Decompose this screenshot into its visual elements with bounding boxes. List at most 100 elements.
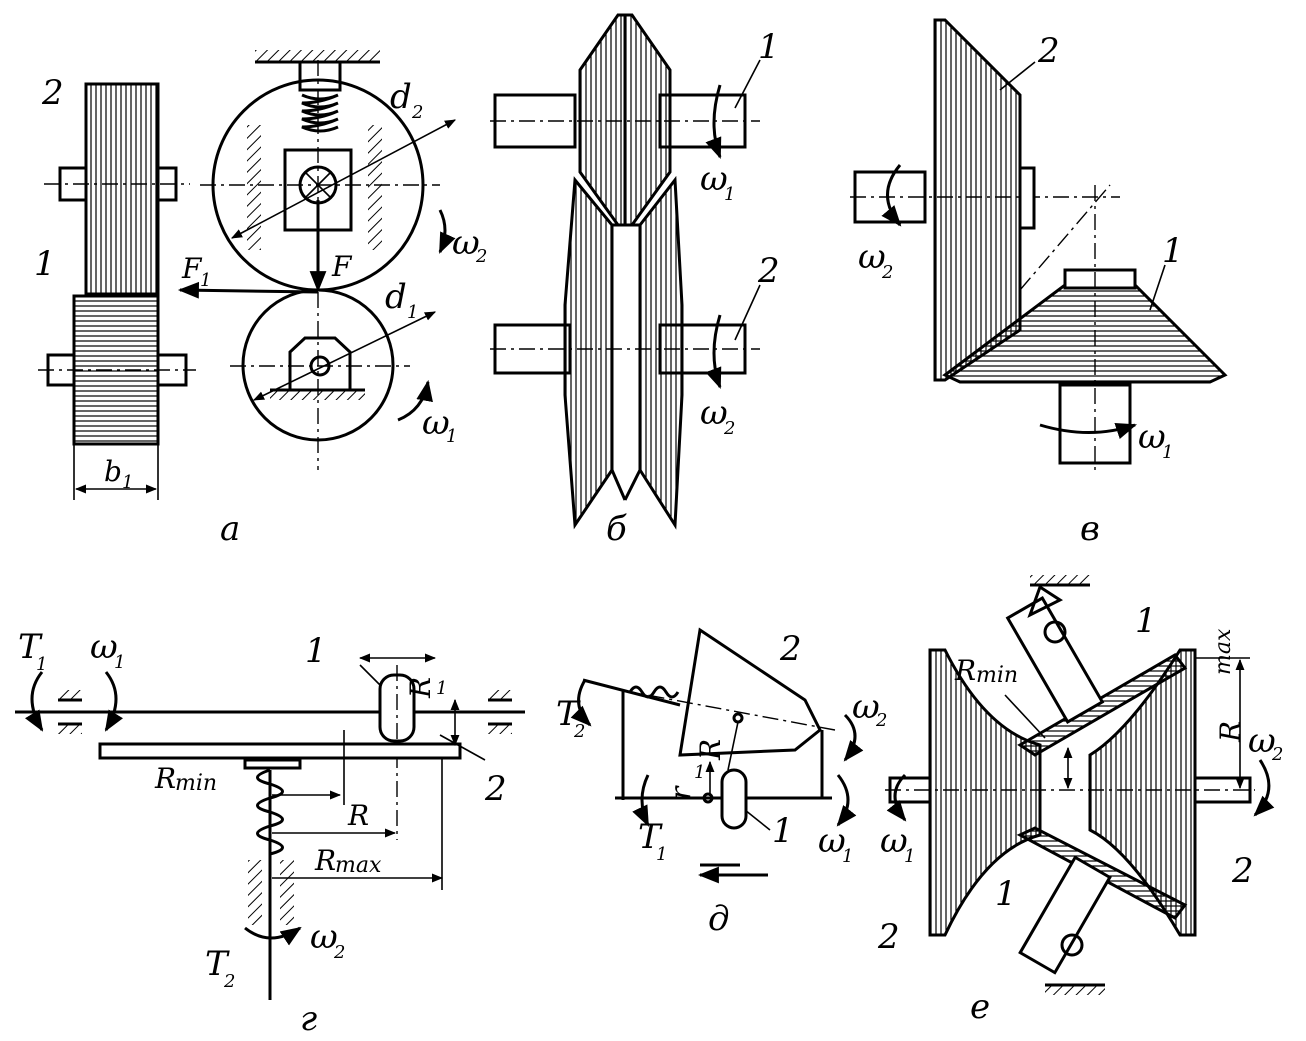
- panel-a-side-view: [38, 82, 196, 500]
- caption-v: в: [1080, 509, 1100, 549]
- roller-2-d: [678, 627, 822, 757]
- panel-e: R min 1 R max ω 2 ω 1 1 2 2 е: [877, 575, 1283, 1027]
- omega2-arrow: [438, 209, 456, 254]
- label-g-Rmax-sub: max: [335, 853, 382, 878]
- label-g-R1: R: [404, 677, 437, 699]
- label-a-d1-sub: 1: [407, 302, 418, 323]
- label-v-omega1: ω: [1138, 417, 1166, 457]
- label-g-omega1-sub: 1: [114, 652, 125, 673]
- label-g-omega2: ω: [310, 917, 338, 957]
- label-a-b-sub: 1: [122, 472, 133, 493]
- label-d-r1: r: [664, 785, 697, 800]
- label-e-Rmin: R: [954, 654, 976, 687]
- omega2-arrow-b: [705, 314, 722, 389]
- label-a-omega2: ω: [452, 223, 480, 263]
- roller-1-d: [720, 768, 748, 830]
- spring: [301, 93, 339, 133]
- caption-d: д: [708, 899, 730, 939]
- label-e-roller-1-top: 1: [1135, 601, 1157, 641]
- label-d-T1-sub: 1: [656, 844, 667, 865]
- panel-a: 2 1 b 1 F 1 F d 2 d 1 ω 2 ω 1 а: [34, 50, 487, 549]
- label-a-d2: d: [390, 77, 412, 117]
- label-b-omega1-sub: 1: [724, 184, 735, 205]
- label-b-roller-2: 2: [757, 251, 780, 291]
- panel-b: 1 ω 1 2 ω 2 б: [490, 13, 780, 549]
- label-v-omega1-sub: 1: [1162, 442, 1173, 463]
- omega1-arrow-b: [705, 84, 722, 159]
- label-a-F: F: [331, 250, 353, 283]
- label-a-omega2-sub: 2: [475, 246, 487, 267]
- label-v-omega2: ω: [858, 237, 886, 277]
- omega1-arrow-v: [1039, 423, 1137, 439]
- label-g-R1-sub: 1: [436, 678, 447, 699]
- caption-a: а: [220, 509, 240, 549]
- label-a-b: b: [104, 455, 122, 488]
- label-g-omega2-sub: 2: [333, 942, 345, 963]
- label-d-T1: T: [638, 817, 663, 857]
- caption-g: г: [300, 999, 317, 1039]
- label-g-R: R: [347, 799, 369, 832]
- caption-b: б: [606, 509, 627, 549]
- label-d-omega2: ω: [852, 687, 880, 727]
- label-g-omega1: ω: [90, 627, 118, 667]
- label-d-R: R: [694, 739, 727, 761]
- label-g-T1: T: [18, 627, 43, 667]
- panel-a-front-view: [177, 50, 456, 470]
- roller-2-left-toroid: [928, 648, 1042, 937]
- ground-hatch: [255, 50, 380, 62]
- label-d-T2: T: [556, 694, 581, 734]
- roller-2-cone: [933, 18, 1022, 382]
- label-a-roller-1: 1: [34, 244, 56, 284]
- label-a-omega1: ω: [422, 403, 450, 443]
- label-e-omega2-sub: 2: [1271, 744, 1283, 765]
- roller-2-left-cone: [563, 176, 614, 530]
- label-b-omega2-sub: 2: [723, 418, 735, 439]
- label-g-T1-sub: 1: [36, 654, 47, 675]
- label-g-roller-2: 2: [484, 769, 507, 809]
- label-e-Rmax-sub: max: [1211, 628, 1236, 675]
- diameter-d1-line: [252, 311, 437, 401]
- panel-g: T 1 ω 1 1 R 1 2 R min R R max ω 2 T 2 г: [15, 627, 525, 1039]
- omega1-arrow: [397, 379, 433, 422]
- label-g-T2: T: [205, 944, 230, 984]
- label-a-roller-2: 2: [41, 73, 64, 113]
- label-a-d1: d: [385, 277, 407, 317]
- panel-d: 2 T 2 R r 1 ω 2 T 1 1 ω 1 д: [556, 627, 887, 939]
- roller-2-right-cone: [638, 175, 684, 530]
- roller-1-top: [1017, 653, 1188, 757]
- label-b-roller-1: 1: [758, 27, 780, 67]
- label-e-Rmin-sub: min: [976, 663, 1018, 688]
- label-d-omega2-sub: 2: [875, 710, 887, 731]
- label-d-T2-sub: 2: [573, 721, 585, 742]
- diameter-d2-line: [231, 119, 456, 239]
- caption-e: е: [970, 987, 990, 1027]
- label-a-d2-sub: 2: [411, 102, 423, 123]
- label-e-omega1: ω: [880, 821, 908, 861]
- label-g-Rmin: R: [154, 762, 176, 795]
- label-a-F1-sub: 1: [200, 270, 211, 291]
- label-d-omega1-sub: 1: [842, 846, 853, 867]
- label-e-roller-1-bottom: 1: [995, 874, 1017, 914]
- label-b-omega2: ω: [700, 393, 728, 433]
- label-d-roller-2: 2: [779, 629, 802, 669]
- label-g-T2-sub: 2: [223, 971, 235, 992]
- roller-2-side: [84, 82, 160, 296]
- disk-2-g: [98, 742, 462, 760]
- force-F1-arrow: [177, 281, 319, 299]
- omega2-arrow-v: [881, 164, 902, 227]
- label-a-omega1-sub: 1: [446, 426, 457, 447]
- label-e-omega2: ω: [1248, 721, 1276, 761]
- label-b-omega1: ω: [700, 159, 728, 199]
- label-e-roller-2-left: 2: [877, 917, 900, 957]
- label-d-roller-1: 1: [772, 811, 794, 851]
- label-g-roller-1: 1: [305, 631, 327, 671]
- label-v-omega2-sub: 2: [881, 262, 893, 283]
- label-a-F1: F: [181, 252, 203, 285]
- label-e-Rmax: R: [1214, 721, 1247, 743]
- label-g-Rmin-sub: min: [175, 771, 217, 796]
- label-d-omega1: ω: [818, 821, 846, 861]
- spring-d: [628, 685, 680, 699]
- label-v-roller-2: 2: [1037, 31, 1060, 71]
- label-g-Rmax: R: [314, 844, 336, 877]
